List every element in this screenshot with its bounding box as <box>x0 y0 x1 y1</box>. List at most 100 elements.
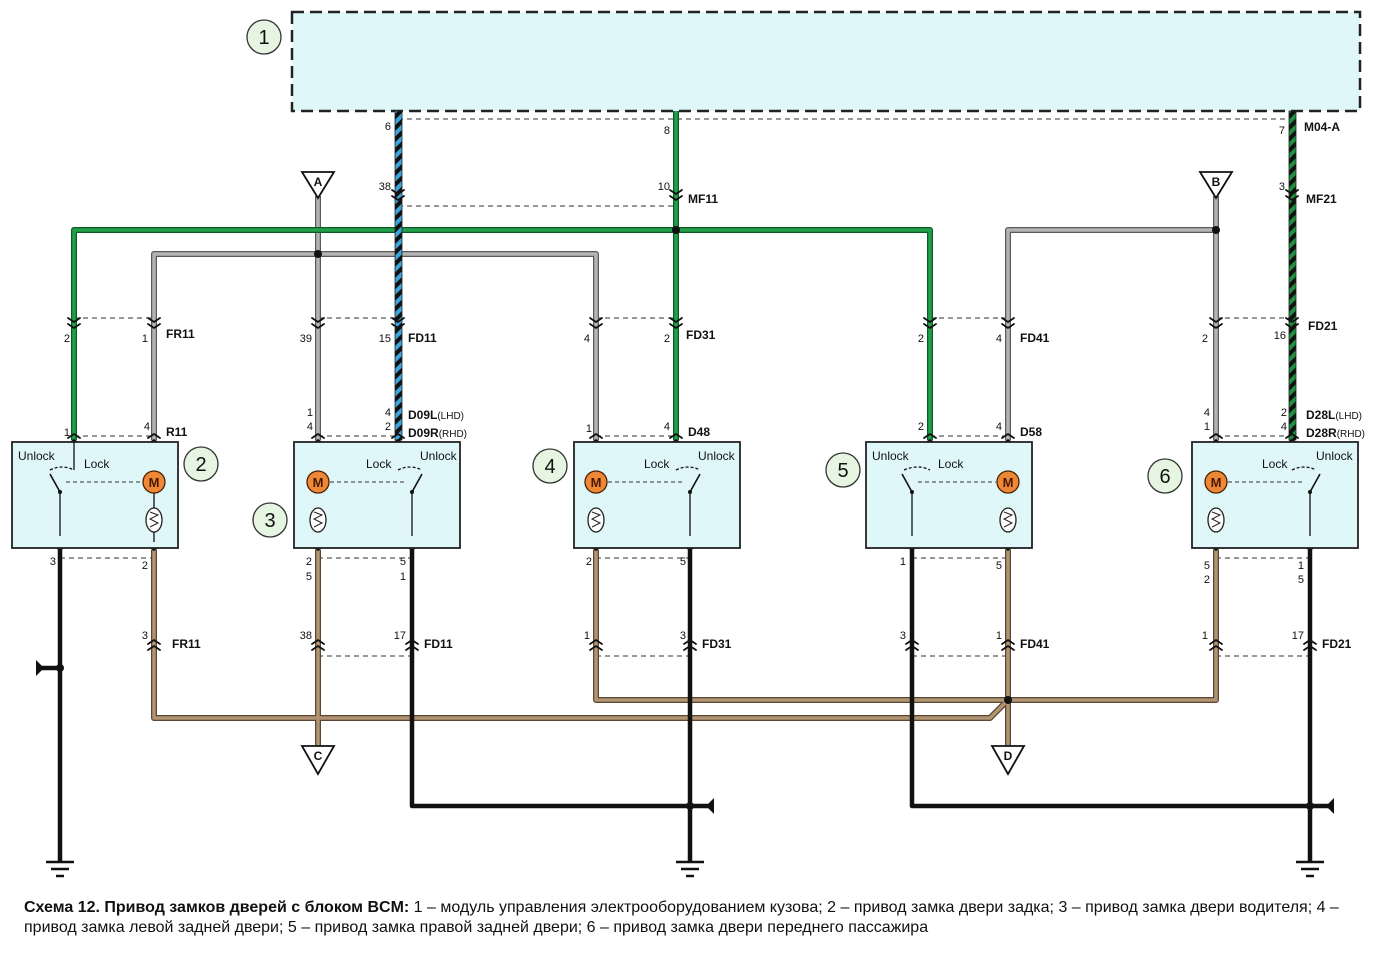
connector-chevron <box>67 433 81 439</box>
black-wires <box>36 550 1334 862</box>
connector-labels: M04-A MF11 MF21 FR11 FD11 FD31 FD41 FD21… <box>166 120 1365 651</box>
connector-chevron <box>1001 639 1015 645</box>
pin: 4 <box>1204 407 1210 419</box>
connector-chevron <box>669 323 683 329</box>
connector-d09r: D09R(RHD) <box>408 426 467 440</box>
connector-chevron <box>1209 433 1223 439</box>
pin: 10 <box>658 181 670 193</box>
connector-chevron <box>1209 317 1223 323</box>
pin: 4 <box>144 421 150 433</box>
pin: 5 <box>996 560 1002 572</box>
pin: 1 <box>1298 560 1304 572</box>
pin: 4 <box>996 421 1002 433</box>
pin: 2 <box>1281 407 1287 419</box>
pin: 2 <box>385 421 391 433</box>
connector-d28l: D28L(LHD) <box>1306 408 1362 422</box>
pin: 15 <box>379 333 391 345</box>
connector-chevrons <box>53 189 1317 651</box>
connector-chevron <box>669 433 683 439</box>
pin: 1 <box>586 423 592 435</box>
connector-chevron <box>405 645 419 651</box>
callout-4: 4 <box>532 448 568 484</box>
connector-chevron <box>1001 433 1015 439</box>
unlock-label: Unlock <box>1316 449 1354 463</box>
pin: 3 <box>142 630 148 642</box>
resistor-icon <box>145 507 163 533</box>
pin: 5 <box>400 556 406 568</box>
connector-d09l: D09L(LHD) <box>408 408 464 422</box>
pin: 5 <box>680 556 686 568</box>
connector-chevron <box>311 317 325 323</box>
pin: 1 <box>400 571 406 583</box>
pin: 4 <box>584 333 590 345</box>
connector-chevron <box>391 323 405 329</box>
triangle-c: C <box>300 745 336 776</box>
connector-chevron <box>311 639 325 645</box>
connector-chevron <box>311 323 325 329</box>
caption-title: Схема 12. Привод замков дверей с блоком … <box>24 899 410 916</box>
connector-chevron <box>905 645 919 651</box>
connector-d28r: D28R(RHD) <box>1306 426 1365 440</box>
pin: 6 <box>385 121 391 133</box>
pin: 3 <box>680 630 686 642</box>
connector-chevron <box>923 317 937 323</box>
connector-chevron <box>905 639 919 645</box>
connector-chevron <box>67 323 81 329</box>
connector-chevron <box>1303 645 1317 651</box>
motor-label: M <box>1003 475 1014 490</box>
callout-5-number: 5 <box>837 460 848 482</box>
lock-label: Lock <box>84 457 110 471</box>
pin: 3 <box>50 556 56 568</box>
lock-label: Lock <box>1262 457 1288 471</box>
pin: 2 <box>664 333 670 345</box>
actuator-2-tailgate: Unlock Lock M <box>11 440 179 549</box>
connector-chevron <box>147 323 161 329</box>
resistor-icon <box>999 507 1017 533</box>
actuator-4-rear-left: Lock Unlock M <box>573 441 741 549</box>
triangle-a-label: A <box>314 175 323 189</box>
connector-chevron <box>1001 317 1015 323</box>
connector-fd31: FD31 <box>686 328 716 342</box>
resistor-icon <box>587 507 605 533</box>
pin: 17 <box>1292 630 1304 642</box>
connector-chevron <box>589 323 603 329</box>
connector-chevron <box>589 433 603 439</box>
motor-icon <box>1204 470 1228 494</box>
pin: 3 <box>1279 181 1285 193</box>
connector-chevron <box>923 323 937 329</box>
ground-symbol <box>46 860 74 878</box>
pin: 4 <box>307 421 313 433</box>
motor-label: M <box>591 475 602 490</box>
pin: 1 <box>1204 421 1210 433</box>
connector-fd41-lower: FD41 <box>1020 637 1050 651</box>
connector-chevron <box>405 639 419 645</box>
callout-2: 2 <box>183 446 219 482</box>
callout-6: 6 <box>1147 458 1183 494</box>
unlock-label: Unlock <box>698 449 736 463</box>
connector-chevron <box>391 189 405 195</box>
ground-symbol <box>1296 860 1324 878</box>
connector-chevron <box>683 639 697 645</box>
actuator-5-rear-right: Unlock Lock M <box>865 441 1033 549</box>
triangle-d: D <box>990 745 1026 776</box>
pin: 5 <box>306 571 312 583</box>
connector-d48: D48 <box>688 425 710 439</box>
triangle-d-label: D <box>1004 749 1013 763</box>
connector-chevron <box>669 189 683 195</box>
lock-label: Lock <box>366 457 392 471</box>
callout-5: 5 <box>825 452 861 488</box>
motor-icon <box>584 470 608 494</box>
connector-chevron <box>1285 195 1299 201</box>
connector-fr11: FR11 <box>166 327 195 341</box>
connector-chevron <box>67 317 81 323</box>
actuator-6-passenger: Lock Unlock M <box>1191 441 1359 549</box>
pin: 2 <box>142 560 148 572</box>
pin: 1 <box>142 333 148 345</box>
actuator-3-driver: Lock Unlock M <box>293 441 461 549</box>
connector-chevron <box>147 317 161 323</box>
triangle-c-label: C <box>314 749 323 763</box>
callout-1-number: 1 <box>258 27 269 49</box>
ground-symbol <box>676 860 704 878</box>
pin: 1 <box>900 556 906 568</box>
